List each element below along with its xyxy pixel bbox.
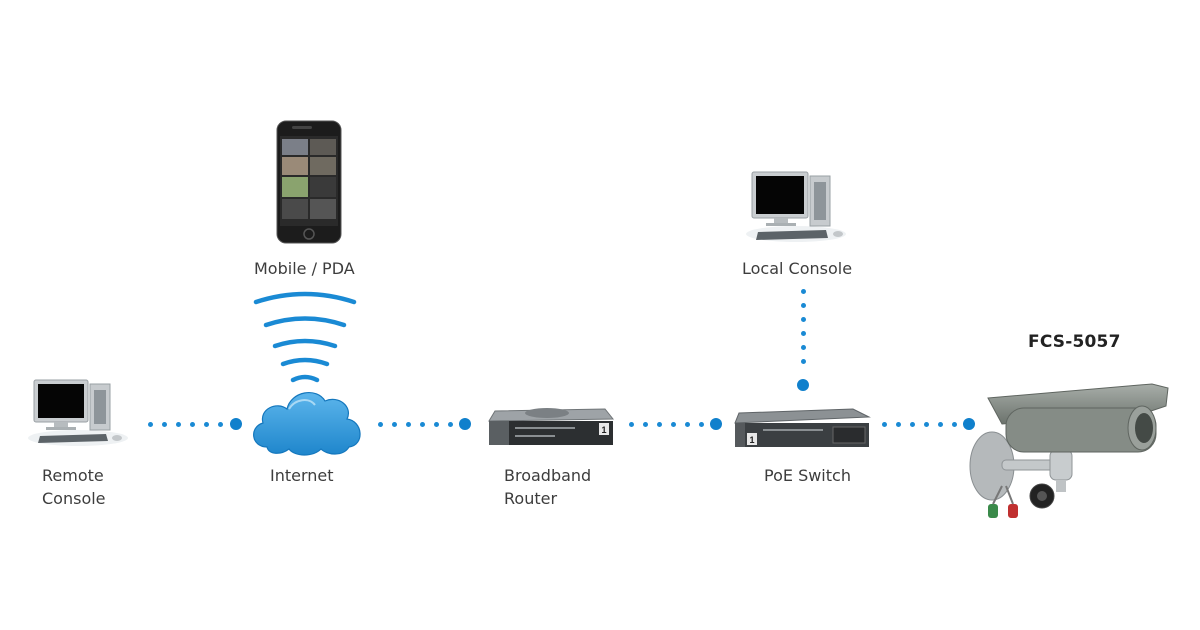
- link-dot: [801, 331, 806, 336]
- mobile-label: Mobile / PDA: [254, 259, 355, 278]
- link-endpoint: [797, 379, 809, 391]
- link-dot: [801, 317, 806, 322]
- link-dot: [924, 422, 929, 427]
- svg-text:1: 1: [749, 435, 754, 445]
- link-dot: [378, 422, 383, 427]
- link-dot: [801, 345, 806, 350]
- camera-model-title: FCS-5057: [1028, 332, 1121, 352]
- link-dot: [629, 422, 634, 427]
- link-dot: [699, 422, 704, 427]
- link-dot: [657, 422, 662, 427]
- router-icon: 1: [488, 408, 615, 445]
- link-dot: [801, 289, 806, 294]
- local-console-label: Local Console: [742, 259, 853, 278]
- link-dot: [896, 422, 901, 427]
- remote-console-label-line2: Console: [42, 489, 106, 508]
- link-dot: [190, 422, 195, 427]
- link-dot: [204, 422, 209, 427]
- wireless-signal-icon: [253, 291, 357, 383]
- link-dot: [882, 422, 887, 427]
- poe-switch-label: PoE Switch: [764, 466, 851, 485]
- link-dot: [801, 359, 806, 364]
- network-switch-icon: 1: [734, 408, 871, 447]
- link-dot: [176, 422, 181, 427]
- link-dot: [952, 422, 957, 427]
- bullet-camera-icon: [969, 383, 1169, 518]
- link-dot: [643, 422, 648, 427]
- cloud-icon: [253, 392, 361, 456]
- router-label-line1: Broadband: [504, 466, 592, 485]
- link-dot: [448, 422, 453, 427]
- internet-label: Internet: [270, 466, 334, 485]
- remote-console-label-line1: Remote: [42, 466, 104, 485]
- link-dot: [938, 422, 943, 427]
- link-dot: [434, 422, 439, 427]
- router-label-line2: Router: [504, 489, 558, 508]
- link-dot: [420, 422, 425, 427]
- link-dot: [218, 422, 223, 427]
- link-endpoint: [459, 418, 471, 430]
- link-endpoint: [230, 418, 242, 430]
- link-dot: [148, 422, 153, 427]
- svg-text:1: 1: [601, 425, 606, 435]
- link-dot: [910, 422, 915, 427]
- desktop-computer-icon: [28, 379, 128, 446]
- link-dot: [162, 422, 167, 427]
- link-dot: [671, 422, 676, 427]
- link-dot: [392, 422, 397, 427]
- link-endpoint: [963, 418, 975, 430]
- smartphone-icon: [276, 120, 342, 244]
- link-dot: [801, 303, 806, 308]
- desktop-computer-icon: [746, 171, 846, 242]
- link-endpoint: [710, 418, 722, 430]
- link-dot: [406, 422, 411, 427]
- link-dot: [685, 422, 690, 427]
